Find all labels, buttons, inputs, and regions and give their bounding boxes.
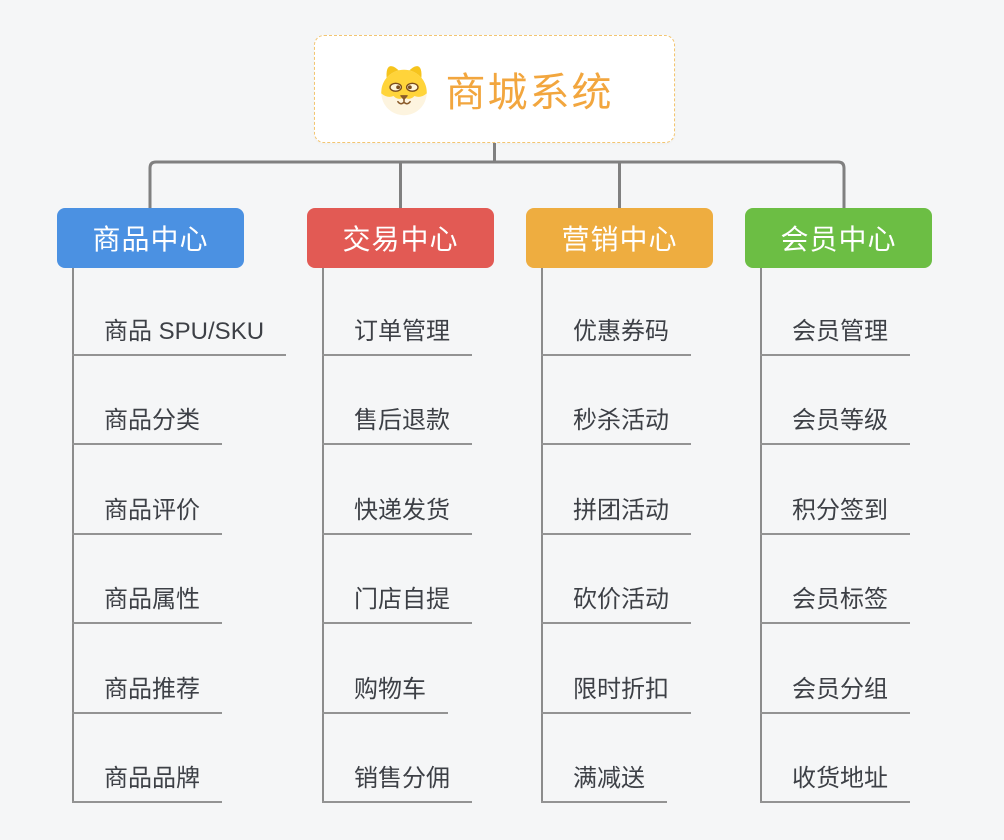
mindmap-leaf[interactable]: 商品分类	[72, 405, 222, 445]
branch-trunk-line	[760, 268, 762, 803]
branch-trunk-line	[541, 268, 543, 803]
mindmap-leaf[interactable]: 商品 SPU/SKU	[72, 316, 287, 356]
root-title: 商城系统	[445, 71, 614, 115]
mindmap-leaf[interactable]: 订单管理	[322, 316, 472, 356]
branch-trade-center[interactable]: 交易中心	[307, 208, 494, 268]
branch-member-center[interactable]: 会员中心	[745, 208, 932, 268]
branch-product-center[interactable]: 商品中心	[57, 208, 244, 268]
mindmap-leaf[interactable]: 拼团活动	[541, 495, 691, 535]
mindmap-leaf[interactable]: 优惠券码	[541, 316, 691, 356]
mindmap-leaf[interactable]: 会员管理	[760, 316, 910, 356]
mindmap-leaf[interactable]: 会员分组	[760, 674, 910, 714]
mindmap-leaf[interactable]: 秒杀活动	[541, 405, 691, 445]
mindmap-leaf[interactable]: 销售分佣	[322, 763, 472, 803]
mindmap-leaf[interactable]: 购物车	[322, 674, 448, 714]
mindmap-leaf[interactable]: 满减送	[541, 763, 667, 803]
root-node[interactable]: 商城系统	[314, 35, 675, 143]
branch-trunk-line	[322, 268, 324, 803]
mindmap-leaf[interactable]: 商品评价	[72, 495, 222, 535]
mindmap-leaf[interactable]: 商品品牌	[72, 763, 222, 803]
mindmap-leaf[interactable]: 砍价活动	[541, 584, 691, 624]
shiba-dog-icon	[376, 61, 432, 117]
branch-marketing-center[interactable]: 营销中心	[526, 208, 713, 268]
mindmap-leaf[interactable]: 限时折扣	[541, 674, 691, 714]
mindmap-leaf[interactable]: 售后退款	[322, 405, 472, 445]
branch-trunk-line	[72, 268, 74, 803]
mindmap-leaf[interactable]: 会员标签	[760, 584, 910, 624]
mindmap-leaf[interactable]: 快递发货	[322, 495, 472, 535]
mindmap-leaf[interactable]: 会员等级	[760, 405, 910, 445]
mindmap-leaf[interactable]: 门店自提	[322, 584, 472, 624]
mindmap-leaf[interactable]: 积分签到	[760, 495, 910, 535]
mindmap-leaf[interactable]: 商品推荐	[72, 674, 222, 714]
mindmap-leaf[interactable]: 收货地址	[760, 763, 910, 803]
mindmap-leaf[interactable]: 商品属性	[72, 584, 222, 624]
